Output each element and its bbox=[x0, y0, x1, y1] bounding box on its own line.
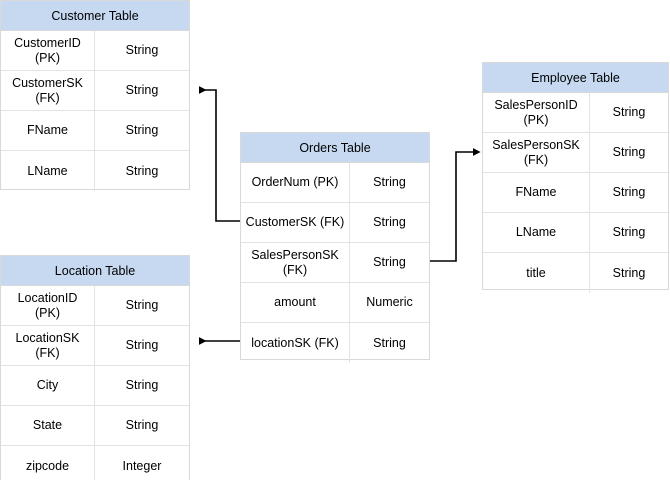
table-row[interactable]: SalesPersonSK (FK) String bbox=[483, 133, 668, 173]
connector-orders-customer bbox=[199, 86, 240, 222]
table-row[interactable]: FName String bbox=[1, 111, 189, 151]
field-type: String bbox=[125, 338, 159, 353]
field-name: State bbox=[1, 406, 95, 445]
field-type: String bbox=[125, 418, 159, 433]
table-row[interactable]: LName String bbox=[1, 151, 189, 191]
field-name: FName bbox=[483, 173, 590, 212]
table-location[interactable]: Location Table LocationID (PK) String Lo… bbox=[0, 255, 190, 480]
table-row[interactable]: title String bbox=[483, 253, 668, 293]
field-name: LName bbox=[1, 151, 95, 191]
field-name: LName bbox=[483, 213, 590, 252]
field-name: zipcode bbox=[1, 446, 95, 480]
field-name: City bbox=[1, 366, 95, 405]
table-row[interactable]: OrderNum (PK) String bbox=[241, 163, 429, 203]
field-name: SalesPersonSK (FK) bbox=[241, 243, 350, 282]
field-type: String bbox=[125, 298, 159, 313]
table-row[interactable]: locationSK (FK) String bbox=[241, 323, 429, 363]
table-row[interactable]: zipcode Integer bbox=[1, 446, 189, 480]
table-row[interactable]: CustomerID (PK) String bbox=[1, 31, 189, 71]
field-type: String bbox=[373, 215, 406, 230]
table-row[interactable]: City String bbox=[1, 366, 189, 406]
field-type: String bbox=[125, 43, 159, 58]
field-name: CustomerID (PK) bbox=[1, 31, 95, 70]
field-name: LocationID (PK) bbox=[1, 286, 95, 325]
connector-orders-employee bbox=[430, 148, 481, 262]
field-name: amount bbox=[241, 283, 350, 322]
table-row[interactable]: FName String bbox=[483, 173, 668, 213]
field-type: String bbox=[612, 225, 646, 240]
field-type: String bbox=[125, 83, 159, 98]
table-orders-title: Orders Table bbox=[241, 133, 429, 163]
field-name: SalesPersonSK (FK) bbox=[483, 133, 590, 172]
table-orders[interactable]: Orders Table OrderNum (PK) String Custom… bbox=[240, 132, 430, 363]
field-name: FName bbox=[1, 111, 95, 150]
field-type: Numeric bbox=[366, 295, 413, 310]
field-name: OrderNum (PK) bbox=[241, 163, 350, 202]
field-name: locationSK (FK) bbox=[241, 323, 350, 363]
field-type: String bbox=[612, 265, 646, 280]
field-type: String bbox=[612, 145, 646, 160]
table-customer-title: Customer Table bbox=[1, 1, 189, 31]
table-row[interactable]: CustomerSK (FK) String bbox=[1, 71, 189, 111]
table-row[interactable]: CustomerSK (FK) String bbox=[241, 203, 429, 243]
field-type: String bbox=[125, 163, 159, 178]
table-row[interactable]: LName String bbox=[483, 213, 668, 253]
field-name: CustomerSK (FK) bbox=[241, 203, 350, 242]
field-type: String bbox=[612, 105, 646, 120]
table-row[interactable]: State String bbox=[1, 406, 189, 446]
field-type: String bbox=[373, 255, 406, 270]
table-employee[interactable]: Employee Table SalesPersonID (PK) String… bbox=[482, 62, 669, 293]
table-row[interactable]: amount Numeric bbox=[241, 283, 429, 323]
field-type: Integer bbox=[122, 458, 162, 473]
field-name: SalesPersonID (PK) bbox=[483, 93, 590, 132]
table-row[interactable]: SalesPersonSK (FK) String bbox=[241, 243, 429, 283]
field-type: String bbox=[612, 185, 646, 200]
field-type: String bbox=[373, 335, 406, 350]
table-employee-title: Employee Table bbox=[483, 63, 668, 93]
field-type: String bbox=[125, 123, 159, 138]
table-row[interactable]: LocationID (PK) String bbox=[1, 286, 189, 326]
table-location-title: Location Table bbox=[1, 256, 189, 286]
field-type: String bbox=[373, 175, 406, 190]
table-row[interactable]: LocationSK (FK) String bbox=[1, 326, 189, 366]
field-name: title bbox=[483, 253, 590, 293]
field-name: CustomerSK (FK) bbox=[1, 71, 95, 110]
field-name: LocationSK (FK) bbox=[1, 326, 95, 365]
field-type: String bbox=[125, 378, 159, 393]
table-customer[interactable]: Customer Table CustomerID (PK) String Cu… bbox=[0, 0, 190, 191]
table-row[interactable]: SalesPersonID (PK) String bbox=[483, 93, 668, 133]
